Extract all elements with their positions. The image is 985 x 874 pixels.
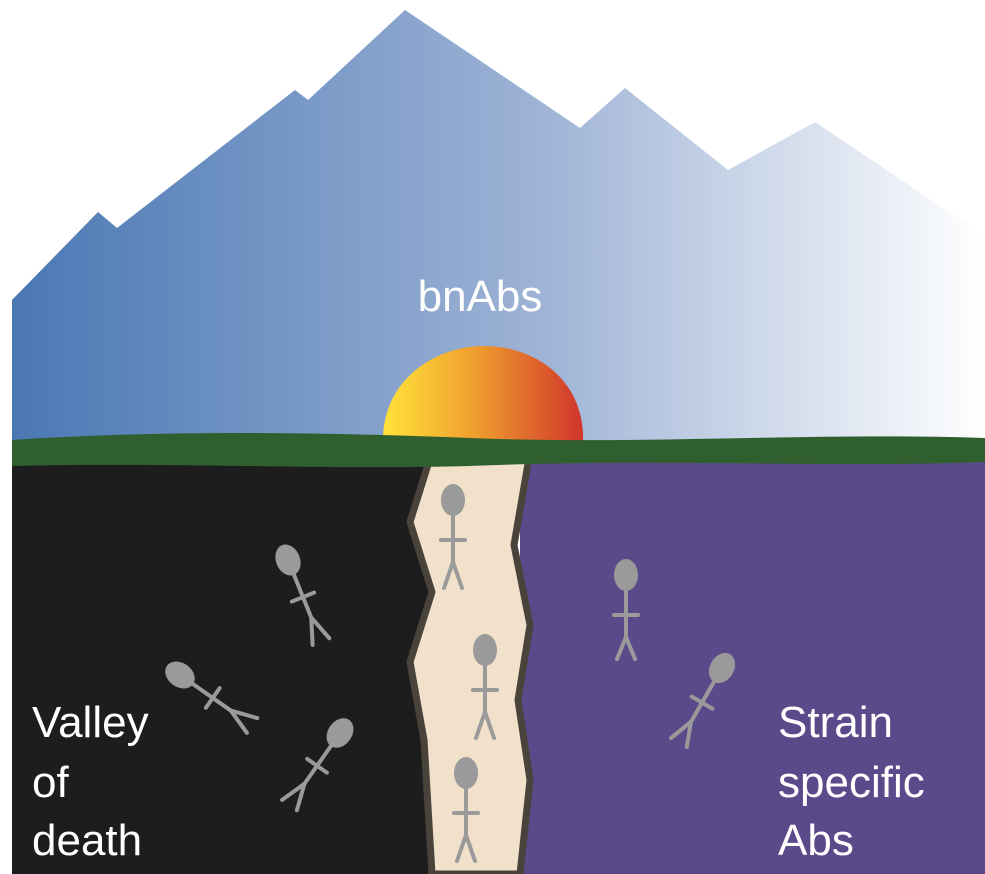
- valley-label-line1: Valley: [32, 698, 149, 747]
- bnabs-label: bnAbs: [418, 272, 543, 321]
- valley-label-line2: of: [32, 758, 69, 807]
- central-path: [410, 452, 530, 874]
- strain-label-line1: Strain: [778, 698, 893, 747]
- strain-label-line3: Abs: [778, 816, 854, 865]
- strain-label-line2: specific: [778, 758, 925, 807]
- strain-specific-region: [520, 450, 985, 874]
- valley-of-death-region: [12, 450, 432, 874]
- valley-label-line3: death: [32, 816, 142, 865]
